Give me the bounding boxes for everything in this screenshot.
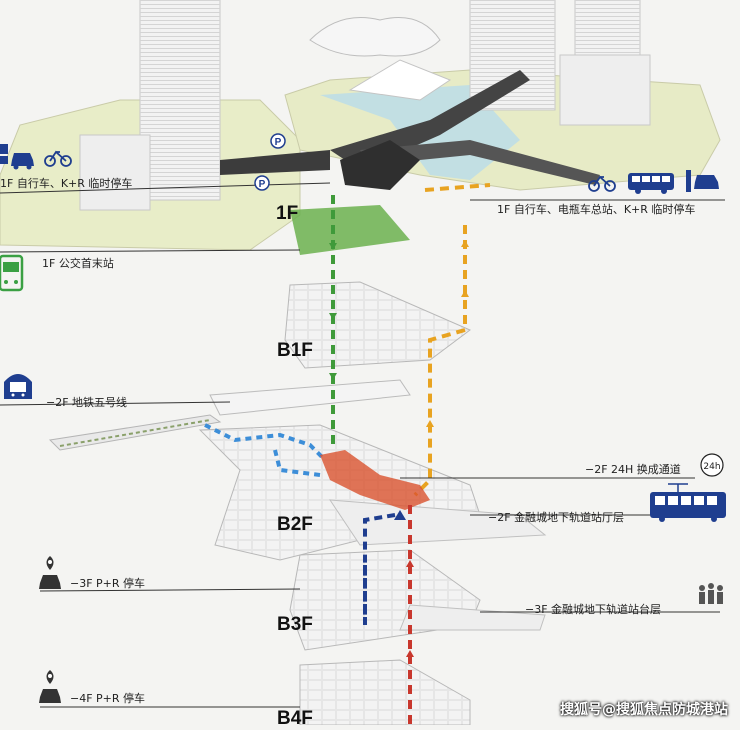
svg-text:24h: 24h — [703, 462, 720, 472]
car-icon — [11, 153, 34, 170]
bus-icon — [628, 173, 674, 194]
bicycle-icon — [588, 175, 616, 192]
label-concourse-2f: −2F 金融城地下轨道站厅层 — [488, 511, 625, 524]
navy-route — [363, 513, 396, 625]
parking-icon: P P — [254, 133, 286, 191]
label-1f-bus: 1F 公交首末站 — [42, 257, 114, 270]
tram-icon — [650, 483, 726, 522]
label-1f-left: 1F 自行车、K+R 临时停车 — [0, 177, 133, 190]
label-platform-3f: −3F 金融城地下轨道站台层 — [525, 603, 662, 616]
parking-car-icon — [686, 170, 719, 192]
b4f-slab — [299, 659, 471, 725]
towers — [79, 0, 651, 211]
label-1f-right: 1F 自行车、电瓶车总站、K+R 临时停车 — [497, 203, 696, 216]
floor-label-b3f: B3F — [277, 614, 313, 635]
watermark: 搜狐号@搜狐焦点防城港站 — [560, 702, 728, 718]
svg-text:P: P — [259, 179, 266, 190]
pin-car-icon — [39, 556, 61, 589]
floor-label-b1f: B1F — [277, 340, 313, 361]
floor-label-1f: 1F — [276, 203, 299, 224]
label-passage-2f: −2F 24H 换成通道 — [585, 463, 681, 476]
orange-route — [413, 183, 491, 497]
route-paths — [204, 183, 491, 725]
floor-label-b2f: B2F — [277, 514, 313, 535]
green-platform-1f — [290, 205, 410, 255]
bus-icon — [0, 254, 24, 292]
svg-text:P: P — [275, 137, 282, 148]
label-pr-3f: −3F P+R 停车 — [70, 577, 146, 590]
pedestrian-bridges — [220, 70, 600, 190]
b2f-concourse-slab — [329, 499, 547, 546]
pin-car-icon — [39, 670, 61, 703]
metro-line-platform — [48, 379, 411, 451]
floor-label-b4f: B4F — [277, 708, 313, 729]
24h-badge-icon: 24h — [700, 453, 724, 477]
left-1f-icons — [0, 144, 72, 170]
blue-route — [204, 423, 327, 477]
metro-icon — [4, 374, 32, 399]
label-pr-4f: −4F P+R 停车 — [70, 692, 146, 705]
people-icon — [699, 583, 723, 604]
right-1f-icons — [588, 170, 719, 194]
b3f-slab — [289, 549, 481, 651]
label-metro-2f: −2F 地铁五号线 — [46, 396, 128, 409]
bicycle-icon — [44, 150, 72, 167]
leader-lines — [0, 182, 725, 708]
parking-car-icon — [0, 144, 8, 164]
red-route-area — [320, 450, 430, 510]
